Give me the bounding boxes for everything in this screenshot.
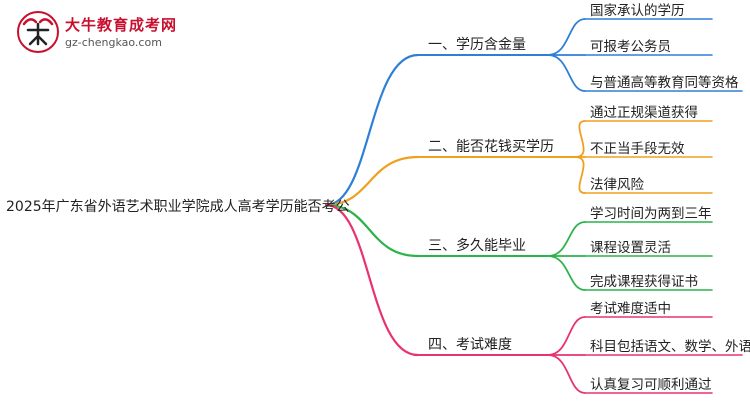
branch-to-leaf-connector (547, 354, 586, 394)
root-to-branch-connector (324, 53, 420, 207)
leaf-node-label: 完成课程获得证书 (590, 274, 698, 290)
branch-node-label: 四、考试难度 (428, 337, 512, 353)
branch-node-label: 一、学历含金量 (428, 37, 526, 53)
leaf-node-label: 国家承认的学历 (590, 3, 685, 19)
leaf-node-label: 法律风险 (590, 177, 644, 193)
branch-to-leaf-connector (547, 221, 586, 257)
leaf-node-label: 与普通高等教育同等资格 (590, 75, 739, 91)
leaf-node-label: 科目包括语文、数学、外语 (590, 339, 750, 355)
branch-node-label: 三、多久能毕业 (428, 238, 526, 254)
leaf-node-label: 学习时间为两到三年 (590, 206, 712, 222)
leaf-node-label: 课程设置灵活 (590, 240, 671, 256)
branch-to-leaf-connector (547, 316, 586, 356)
logo-site-name: 大牛教育成考网 (65, 16, 178, 34)
bull-logo-icon (17, 11, 59, 53)
branch-to-leaf-connector (574, 156, 586, 194)
branch-node-label: 二、能否花钱买学历 (428, 139, 554, 155)
branch-to-leaf-connector (547, 255, 586, 291)
site-logo[interactable]: 大牛教育成考网 gz-chengkao.com (10, 8, 200, 58)
branch-to-leaf-connector (574, 120, 586, 158)
leaf-node-label: 可报考公务员 (590, 39, 671, 55)
leaf-node-label: 考试难度适中 (590, 301, 671, 317)
root-to-branch-connector (324, 203, 420, 357)
leaf-node-label: 认真复习可顺利通过 (590, 377, 712, 393)
leaf-node-label: 通过正规渠道获得 (590, 105, 698, 121)
branch-to-leaf-connector (547, 18, 586, 56)
branch-to-leaf-connector (547, 54, 586, 92)
leaf-node-label: 不正当手段无效 (590, 141, 685, 157)
root-topic: 2025年广东省外语艺术职业学院成人高考学历能否考公 (6, 199, 350, 215)
root-to-branch-connector (324, 155, 420, 207)
root-to-branch-connector (324, 203, 420, 258)
logo-site-url: gz-chengkao.com (65, 36, 162, 49)
